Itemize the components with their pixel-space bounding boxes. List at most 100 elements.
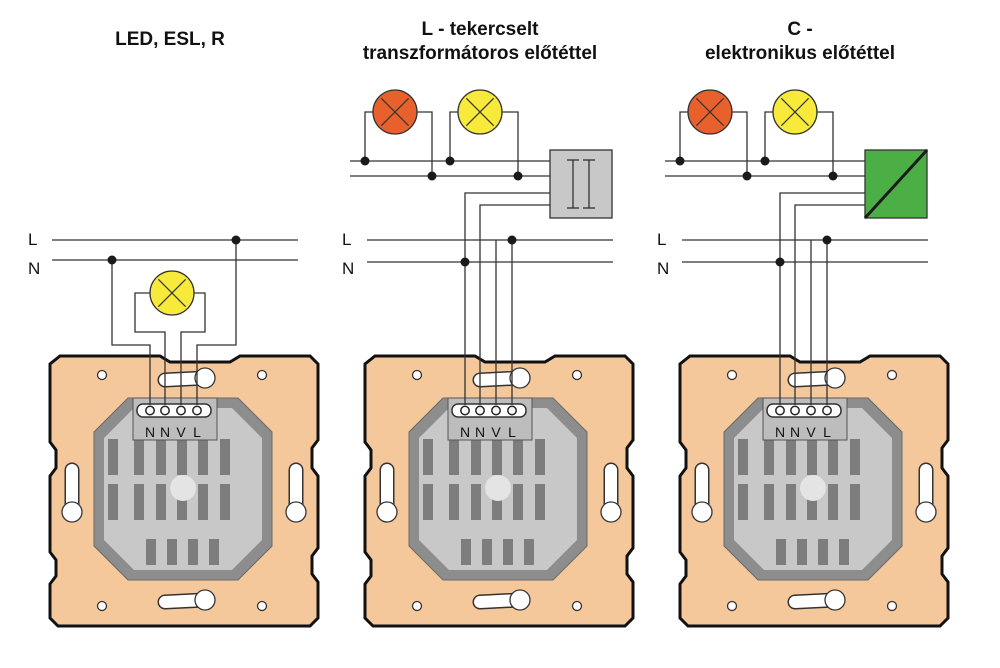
- terminal-label: N: [460, 424, 470, 440]
- bus-label-l: L: [342, 230, 351, 249]
- junction-dot: [427, 171, 437, 181]
- vent-slot: [492, 439, 502, 475]
- wire-n: [111, 260, 151, 405]
- lamp-cross: [465, 97, 495, 127]
- vent-slot: [513, 439, 523, 475]
- terminal-screw: [460, 405, 470, 416]
- mount-hole: [96, 369, 108, 381]
- vent-slot: [471, 484, 481, 520]
- vent-slot: [198, 439, 208, 475]
- mount-hole: [571, 600, 583, 612]
- lamp-cross: [380, 97, 410, 127]
- terminal-label: N: [475, 424, 485, 440]
- mount-hole: [256, 600, 268, 612]
- panel-3-title-line-2: elektronikus előtéttel: [704, 43, 896, 64]
- junction-dot: [107, 255, 117, 265]
- vent-slot: [482, 539, 492, 565]
- lamp-1-wire-b: [732, 111, 748, 176]
- mount-hole: [411, 600, 423, 612]
- mount-hole: [886, 369, 898, 381]
- bus-label-l: L: [28, 230, 37, 249]
- junction-dot: [742, 171, 752, 181]
- junction-dot: [675, 156, 685, 166]
- terminal-label: L: [508, 424, 516, 440]
- panel-2-title-line-1: L - tekercselt: [421, 19, 539, 40]
- vent-slot: [839, 539, 849, 565]
- lamp-1: [149, 270, 195, 316]
- vent-slot: [156, 484, 166, 520]
- vent-slot: [786, 484, 796, 520]
- panel-3-title: C - elektronikus előtéttel: [650, 18, 950, 66]
- junction-dot: [513, 171, 523, 181]
- bus-label-n: N: [28, 259, 40, 278]
- vent-slot: [818, 539, 828, 565]
- junction-dot: [760, 156, 770, 166]
- slot-left-end: [691, 501, 713, 523]
- vent-slot: [828, 439, 838, 475]
- vent-slot: [828, 484, 838, 520]
- vent-slot: [492, 484, 502, 520]
- electronic-ballast-box: [863, 148, 929, 220]
- vent-slot: [134, 439, 144, 475]
- terminal-label: V: [806, 424, 816, 440]
- terminal-strip: [766, 403, 842, 418]
- vent-slot: [423, 484, 433, 520]
- vent-slot: [209, 539, 219, 565]
- junction-dot: [507, 235, 517, 245]
- terminal-screw: [806, 405, 816, 416]
- terminal-label: V: [176, 424, 186, 440]
- mount-hole: [886, 600, 898, 612]
- vent-slot: [156, 439, 166, 475]
- bus-label-n: N: [342, 259, 354, 278]
- vent-slot: [108, 439, 118, 475]
- mount-hole: [726, 600, 738, 612]
- lamp-1: [372, 89, 418, 135]
- slot-top-end: [824, 367, 846, 389]
- terminal-label: N: [775, 424, 785, 440]
- wire-driver-v1: [479, 204, 550, 405]
- vent-slot: [108, 484, 118, 520]
- terminal-label: N: [160, 424, 170, 440]
- terminal-screw: [507, 405, 517, 416]
- slot-right-end: [915, 501, 937, 523]
- lamp-2: [772, 89, 818, 135]
- vent-slot: [423, 439, 433, 475]
- wire-driver-v1: [794, 204, 865, 405]
- vent-slot: [503, 539, 513, 565]
- vent-slot: [764, 484, 774, 520]
- vent-slot: [449, 439, 459, 475]
- lamp-2-wire-a: [449, 111, 458, 161]
- transformer-box: [549, 149, 613, 219]
- panel-2-title-line-2: transzformátoros előtéttel: [362, 43, 598, 64]
- terminal-label: N: [790, 424, 800, 440]
- panel-3-title-line-1: C -: [787, 19, 813, 40]
- wiring: [350, 89, 613, 405]
- bus-labels: LN: [342, 230, 354, 278]
- vent-slot: [535, 484, 545, 520]
- wire-l: [196, 240, 237, 405]
- vent-slot: [850, 439, 860, 475]
- vent-slot: [513, 484, 523, 520]
- terminal-screw: [475, 405, 485, 416]
- vent-slot: [134, 484, 144, 520]
- panel-1-title: LED, ESL, R: [40, 28, 300, 52]
- vent-slot: [797, 539, 807, 565]
- lamp-1: [687, 89, 733, 135]
- knob-center: [800, 475, 826, 501]
- terminal-strip: [136, 403, 212, 418]
- slot-bottom-end: [509, 589, 531, 611]
- vent-slot: [177, 484, 187, 520]
- lamp-2: [457, 89, 503, 135]
- panel-2-title: L - tekercselt transzformátoros előtétte…: [330, 18, 630, 66]
- vent-slot: [738, 439, 748, 475]
- vent-slot: [449, 484, 459, 520]
- terminal-label: L: [823, 424, 831, 440]
- wiring: [665, 89, 929, 405]
- terminal-label: V: [491, 424, 501, 440]
- knob-center: [485, 475, 511, 501]
- lamp-cross: [780, 97, 810, 127]
- slot-bottom-end: [194, 589, 216, 611]
